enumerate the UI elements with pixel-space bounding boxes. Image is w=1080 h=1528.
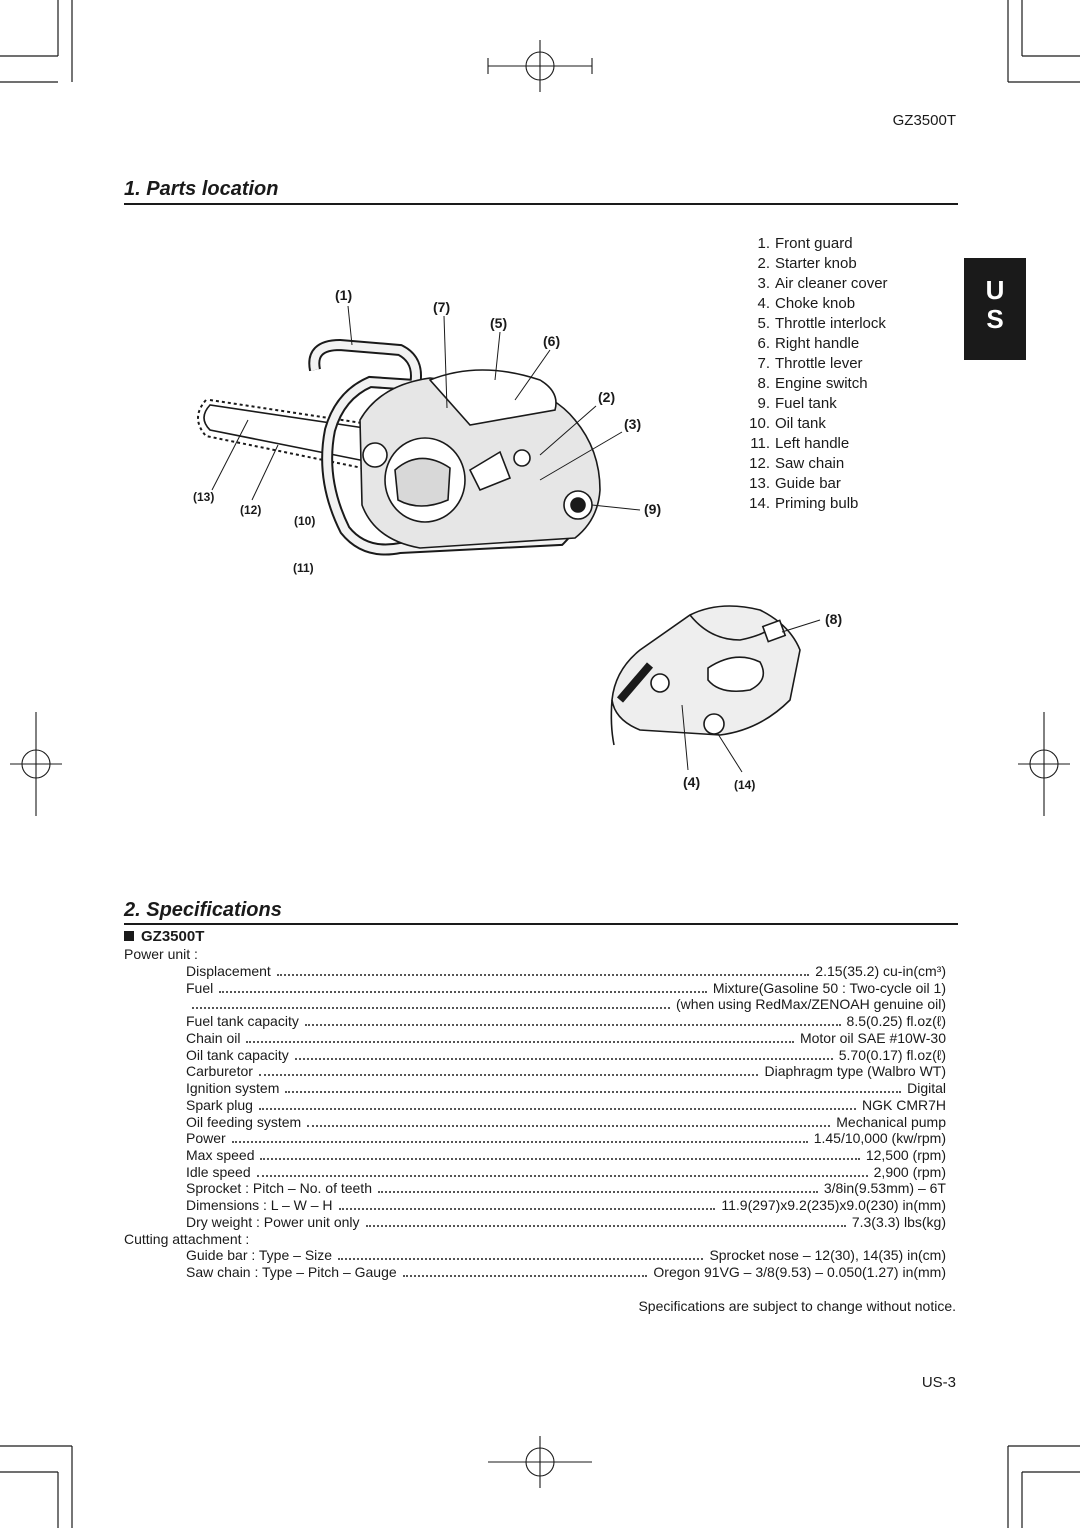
list-item: 10.Oil tank [749,415,826,432]
header-model: GZ3500T [892,112,956,129]
callout-4: (4) [683,774,701,790]
engine-switch-detail-illustration [610,605,801,746]
list-item: 9.Fuel tank [757,395,837,412]
callout-13: (13) [193,490,215,504]
callout-9: (9) [644,501,662,517]
callout-1: (1) [335,287,353,303]
callout-10: (10) [294,514,316,528]
list-item: 7.Throttle lever [757,355,863,372]
callout-14: (14) [734,778,756,792]
parts-location-title: 1. Parts location [124,178,279,200]
parts-list: 1.Front guard 2.Starter knob 3.Air clean… [730,234,888,514]
list-item: 3.Air cleaner cover [757,275,888,292]
power-unit-label: Power unit : [124,946,198,962]
list-item: 11.Left handle [750,435,850,452]
list-item: 13.Guide bar [749,475,841,492]
chainsaw-illustration [197,338,601,556]
cutting-attachment-label: Cutting attachment : [124,1231,250,1247]
list-item: 12.Saw chain [749,455,845,472]
spec-model-heading: GZ3500T [124,928,204,945]
callout-lines-detail [681,619,821,773]
language-tab-line1: U [985,275,1005,305]
list-item: 4.Choke knob [757,295,856,312]
square-bullet-icon [124,931,134,941]
callout-lines-main [211,305,641,511]
list-item: 14.Priming bulb [749,495,859,512]
list-item: 5.Throttle interlock [757,315,886,332]
callout-5: (5) [490,315,508,331]
callout-7: (7) [433,299,451,315]
list-item: 1.Front guard [757,235,853,252]
language-tab-line2: S [986,304,1004,334]
spec-title-rule [124,923,958,925]
page-number: US-3 [921,1374,956,1391]
registration-marks [10,40,1070,1488]
callout-6: (6) [543,333,561,349]
language-tab: U S [964,258,1026,360]
list-item: 2.Starter knob [757,255,857,272]
callout-12: (12) [240,503,262,517]
callout-2: (2) [598,389,616,405]
callout-8: (8) [825,611,843,627]
list-item: 6.Right handle [757,335,860,352]
specifications-title: 2. Specifications [124,899,282,921]
callout-3: (3) [624,416,642,432]
spec-row: (when using RedMax/ZENOAH genuine oil) [186,996,946,1013]
parts-title-rule [124,203,958,205]
list-item: 8.Engine switch [757,375,868,392]
spec-change-note: Specifications are subject to change wit… [638,1298,956,1314]
callout-11: (11) [293,561,314,575]
